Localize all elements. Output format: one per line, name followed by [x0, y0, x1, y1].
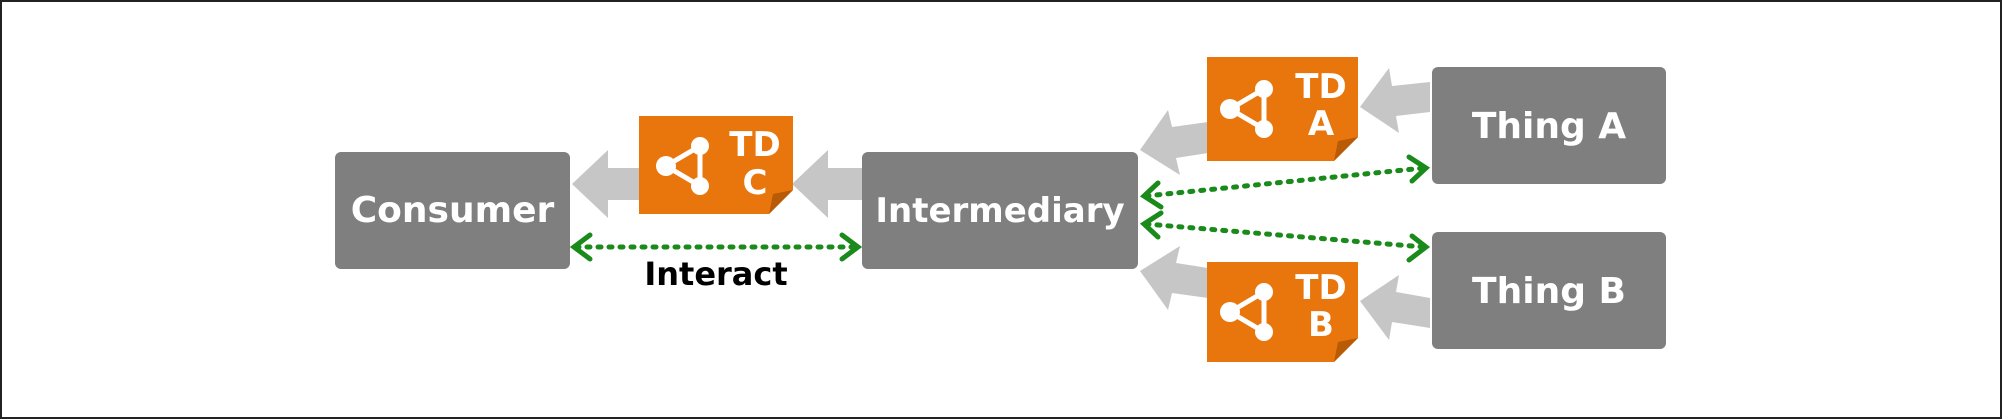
td-a-line1: TD [1295, 67, 1346, 107]
thing-a-node[interactable]: Thing A [1432, 67, 1666, 184]
consumer-label: Consumer [351, 190, 555, 231]
interaction-intermediary-thing-b [1139, 210, 1431, 263]
flow-arrow-td-b-to-intermediary [1140, 246, 1208, 310]
td-b-line2: B [1308, 305, 1334, 345]
td-a-line2: A [1308, 104, 1335, 144]
td-c-document[interactable]: TD C [639, 116, 793, 214]
interact-label: Interact [644, 255, 787, 293]
thing-b-node[interactable]: Thing B [1432, 232, 1666, 349]
td-b-line1: TD [1295, 268, 1346, 308]
interaction-consumer-intermediary [569, 232, 863, 262]
flow-arrow-thing-a-to-td-a [1360, 68, 1430, 133]
consumer-node[interactable]: Consumer [335, 152, 570, 269]
thing-b-label: Thing B [1472, 271, 1626, 312]
td-a-fold-corner [1334, 137, 1358, 161]
flow-arrow-intermediary-to-td-c [792, 150, 862, 218]
intermediary-node[interactable]: Intermediary [862, 152, 1138, 269]
intermediary-label: Intermediary [875, 191, 1124, 231]
td-b-document[interactable]: TD B [1207, 262, 1358, 362]
thing-a-label: Thing A [1472, 106, 1626, 147]
flow-arrow-intermediary-to-consumer [572, 150, 640, 218]
flow-arrows [572, 68, 1430, 340]
td-c-line1: TD [729, 125, 780, 165]
td-c-line2: C [743, 163, 768, 203]
flow-arrow-td-a-to-intermediary [1140, 110, 1208, 175]
td-c-fold-corner [769, 190, 793, 214]
interaction-arrows [569, 154, 1431, 263]
td-a-document[interactable]: TD A [1207, 57, 1358, 161]
interaction-intermediary-thing-a [1139, 154, 1431, 210]
flow-arrow-thing-b-to-td-b [1360, 275, 1430, 340]
td-b-fold-corner [1334, 338, 1358, 362]
